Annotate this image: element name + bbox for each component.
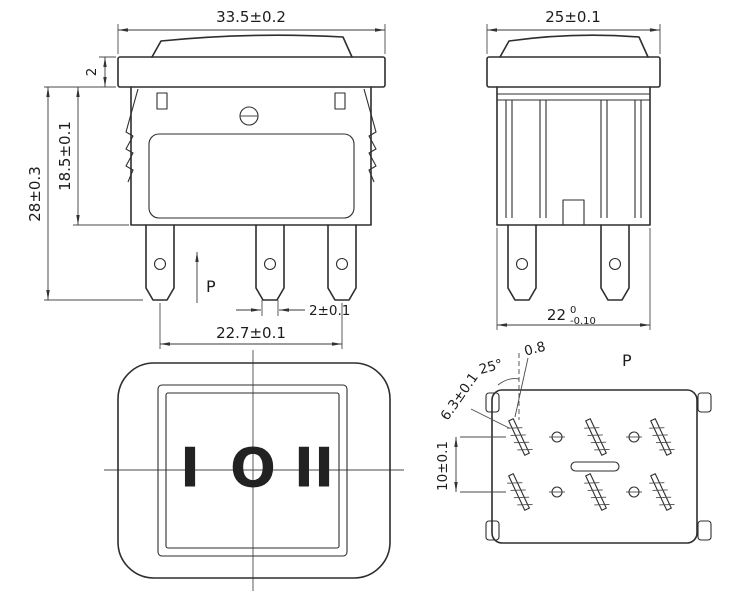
- side-terminal-1: [507, 224, 537, 301]
- front-dim-width-label: 33.5±0.2: [216, 8, 286, 26]
- front-dim-bezel: 2: [44, 56, 116, 88]
- right-snap-clip: [363, 88, 377, 183]
- bottom-dim-angle: 25°: [477, 353, 520, 420]
- side-dim-base-label: 22: [547, 306, 566, 324]
- terminal-1-hole: [153, 257, 167, 271]
- terminal-2-hole: [263, 257, 277, 271]
- housing-inner-contour: [148, 133, 355, 219]
- top-rocker-frame: [157, 384, 348, 557]
- latch-window-right: [334, 92, 346, 110]
- marking-off: O: [230, 437, 276, 500]
- front-dim-terminal-label: 2±0.1: [309, 303, 350, 319]
- bottom-dim-row-pitch-label: 10±0.1: [435, 441, 451, 491]
- force-label: P: [206, 277, 216, 296]
- bottom-terminal-3: [649, 418, 675, 456]
- front-dim-width: 33.5±0.2: [117, 8, 386, 54]
- bottom-terminal-2: [584, 418, 610, 456]
- mount-ear-br: [697, 520, 712, 541]
- side-center-boss: [562, 199, 585, 226]
- top-view: I O II: [104, 350, 404, 591]
- terminal-1: [145, 224, 175, 301]
- front-dim-body-height-label: 18.5±0.1: [56, 121, 74, 191]
- marking-on2: II: [294, 437, 334, 500]
- terminal-2: [255, 224, 285, 301]
- bottom-dim-thickness: 0.8: [514, 339, 548, 418]
- side-dim-base-tol-upper: 0: [570, 305, 576, 316]
- side-rocker: [499, 34, 649, 58]
- latch-window-left: [156, 92, 168, 110]
- front-dim-total-height: 28±0.3: [26, 87, 143, 301]
- side-dim-base-tol-lower: -0.10: [570, 316, 596, 327]
- front-dim-terminal-span: 22.7±0.1: [159, 303, 343, 349]
- bottom-view: 25° 0.8 6.3±0.1 10±0.1 P: [435, 339, 712, 544]
- front-dim-bezel-label: 2: [84, 68, 100, 77]
- side-terminal-1-hole: [515, 257, 529, 271]
- bottom-force-label: P: [622, 351, 632, 370]
- top-rocker-face: [165, 392, 340, 549]
- side-view: 25±0.1 22 0 -0.10: [486, 8, 661, 330]
- bottom-dim-terminal-width: 6.3±0.1: [438, 370, 510, 429]
- front-dim-terminal-span-label: 22.7±0.1: [216, 324, 286, 342]
- bottom-center-slot: [570, 461, 620, 472]
- rocker-actuator: [151, 34, 353, 58]
- bottom-dim-row-pitch: 10±0.1: [435, 436, 506, 493]
- side-top-ribs: [497, 93, 650, 101]
- front-dim-total-height-label: 28±0.3: [26, 166, 44, 222]
- bottom-terminal-5: [584, 473, 610, 511]
- marking-on: I: [180, 437, 200, 500]
- terminal-3: [327, 224, 357, 301]
- front-dim-body-height: 18.5±0.1: [56, 87, 129, 226]
- side-terminal-2-hole: [608, 257, 622, 271]
- bezel: [117, 56, 386, 88]
- side-dim-width-label: 25±0.1: [545, 8, 601, 26]
- side-bezel: [486, 56, 661, 88]
- bottom-body-outline: [491, 389, 698, 544]
- bottom-terminal-6: [649, 473, 675, 511]
- force-arrow: P: [195, 252, 216, 303]
- front-view: 33.5±0.2 2 28±0.3 18.5±0.1 P: [26, 8, 386, 349]
- bottom-dim-angle-label: 25°: [477, 356, 504, 378]
- side-body: [496, 86, 651, 226]
- side-dim-base: 22 0 -0.10: [496, 228, 651, 330]
- side-vertical-ribs: [505, 100, 642, 218]
- bottom-dim-terminal-width-label: 6.3±0.1: [438, 370, 482, 424]
- front-dim-terminal: 2±0.1: [236, 300, 350, 319]
- terminal-3-hole: [335, 257, 349, 271]
- left-snap-clip: [125, 88, 139, 183]
- bottom-dim-thickness-label: 0.8: [523, 339, 548, 360]
- bottom-base-holes: [549, 431, 642, 498]
- bottom-terminal-4: [507, 473, 533, 511]
- top-outer-bezel: [117, 362, 391, 579]
- side-terminal-2: [600, 224, 630, 301]
- side-dim-width: 25±0.1: [486, 8, 661, 54]
- bottom-terminal-1: [507, 418, 533, 456]
- mount-ear-tr: [697, 392, 712, 413]
